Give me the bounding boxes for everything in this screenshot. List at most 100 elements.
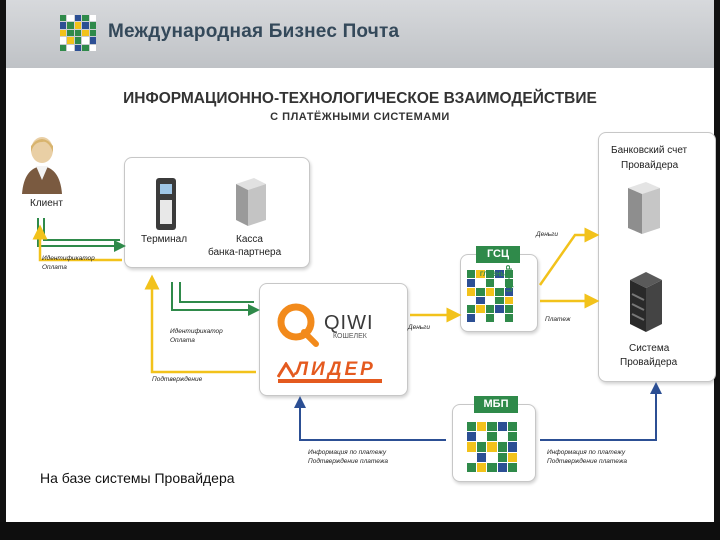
- logo-tile: [477, 442, 487, 452]
- logo-tile: [485, 278, 495, 287]
- slide-subtitle: С ПЛАТЁЖНЫМИ СИСТЕМАМИ: [270, 111, 450, 123]
- logo-tile: [476, 305, 485, 314]
- logo-tile: [487, 452, 497, 462]
- logo-tile: [504, 314, 513, 322]
- logo-tile: [507, 422, 517, 432]
- kassa-label-2: банка-партнера: [208, 247, 282, 258]
- mbp-logo: [467, 422, 517, 472]
- logo-tile: [467, 432, 477, 442]
- logo-tile: [497, 422, 507, 432]
- money-to-bank-label: Деньги: [536, 231, 559, 238]
- logo-tile: [507, 432, 517, 442]
- payment-systems-box: [259, 283, 408, 396]
- bank-account-label: Банковский счет: [611, 145, 688, 156]
- qiwi-note-1: Идентификатор: [170, 328, 223, 335]
- logo-tile: [507, 452, 517, 462]
- logo-tile: [67, 15, 74, 22]
- logo-tile: [495, 270, 504, 278]
- logo-tile: [485, 296, 495, 305]
- qiwi-note-2: Оплата: [170, 337, 195, 344]
- terminal-label: Терминал: [141, 234, 188, 245]
- logo-tile: [89, 37, 96, 44]
- logo-tile: [67, 37, 74, 44]
- logo-tile: [467, 305, 476, 314]
- qiwi-subtext: КОШЕЛЕК: [333, 333, 367, 340]
- logo-tile: [495, 278, 504, 287]
- money-to-gsc-label: Деньги: [408, 324, 431, 331]
- header-bar: [0, 0, 720, 68]
- client-note-2: Оплата: [42, 264, 67, 271]
- logo-tile: [60, 29, 67, 37]
- logo-tile: [476, 314, 485, 322]
- logo-tile: [74, 37, 82, 44]
- right-info-1: Информация по платежу: [547, 449, 626, 456]
- logo-tile: [477, 432, 487, 442]
- confirmation-label: Подтверждение: [152, 376, 203, 383]
- logo-tile: [504, 287, 513, 296]
- brand-title: Международная Бизнес Почта: [108, 21, 400, 42]
- client-label: Клиент: [30, 198, 63, 209]
- logo-tile: [497, 452, 507, 462]
- logo-tile: [82, 37, 89, 44]
- logo-tile: [487, 432, 497, 442]
- bank-server-icon: [628, 182, 660, 234]
- logo-tile: [504, 305, 513, 314]
- logo-tile: [82, 22, 89, 29]
- logo-tile: [476, 296, 485, 305]
- logo-tile: [507, 462, 517, 472]
- logo-tile: [485, 314, 495, 322]
- logo-tile: [495, 287, 504, 296]
- logo-tile: [476, 270, 485, 278]
- qiwi-wordmark: QIWI: [324, 312, 374, 334]
- logo-tile: [74, 22, 82, 29]
- mbp-brand-logo: [60, 15, 96, 51]
- logo-tile: [477, 452, 487, 462]
- logo-tile: [67, 22, 74, 29]
- logo-tile: [487, 442, 497, 452]
- logo-tile: [467, 422, 477, 432]
- logo-tile: [74, 44, 82, 51]
- kassa-label: Касса: [236, 234, 263, 245]
- logo-tile: [467, 452, 477, 462]
- slide-title: ИНФОРМАЦИОННО-ТЕХНОЛОГИЧЕСКОЕ ВЗАИМОДЕЙС…: [123, 90, 597, 107]
- logo-tile: [82, 29, 89, 37]
- logo-tile: [504, 296, 513, 305]
- logo-tile: [467, 314, 476, 322]
- logo-tile: [487, 422, 497, 432]
- logo-tile: [504, 270, 513, 278]
- logo-tile: [60, 22, 67, 29]
- server-icon: [236, 178, 266, 226]
- logo-tile: [467, 462, 477, 472]
- logo-tile: [74, 29, 82, 37]
- provider-system-label: Система: [629, 343, 670, 354]
- logo-tile: [467, 287, 476, 296]
- person-icon: [22, 137, 62, 194]
- bank-account-label-2: Провайдера: [621, 160, 679, 171]
- mbp-tag: МБП: [474, 396, 518, 413]
- provider-server-icon: [630, 272, 662, 332]
- terminal-box: [124, 157, 310, 268]
- logo-tile: [60, 37, 67, 44]
- logo-tile: [504, 278, 513, 287]
- logo-tile: [82, 44, 89, 51]
- logo-tile: [477, 462, 487, 472]
- logo-tile: [89, 44, 96, 51]
- terminal-icon: [156, 178, 176, 230]
- client-note-1: Идентификатор: [42, 255, 95, 262]
- gsc-logo: [467, 270, 513, 322]
- gsc-logo-text-1: ГЛАВНЫЙ: [480, 272, 511, 278]
- logo-tile: [67, 29, 74, 37]
- logo-tile: [485, 287, 495, 296]
- left-info-1: Информация по платежу: [308, 449, 387, 456]
- lider-wordmark: ЛИДЕР: [295, 359, 376, 380]
- logo-tile: [60, 44, 67, 51]
- logo-tile: [507, 442, 517, 452]
- footer-note: На базе системы Провайдера: [40, 470, 235, 486]
- logo-tile: [89, 15, 96, 22]
- provider-system-label-2: Провайдера: [620, 357, 678, 368]
- qiwi-logo: [277, 303, 319, 347]
- logo-tile: [485, 305, 495, 314]
- logo-tile: [495, 314, 504, 322]
- gsc-tag: ГСЦ: [476, 246, 520, 263]
